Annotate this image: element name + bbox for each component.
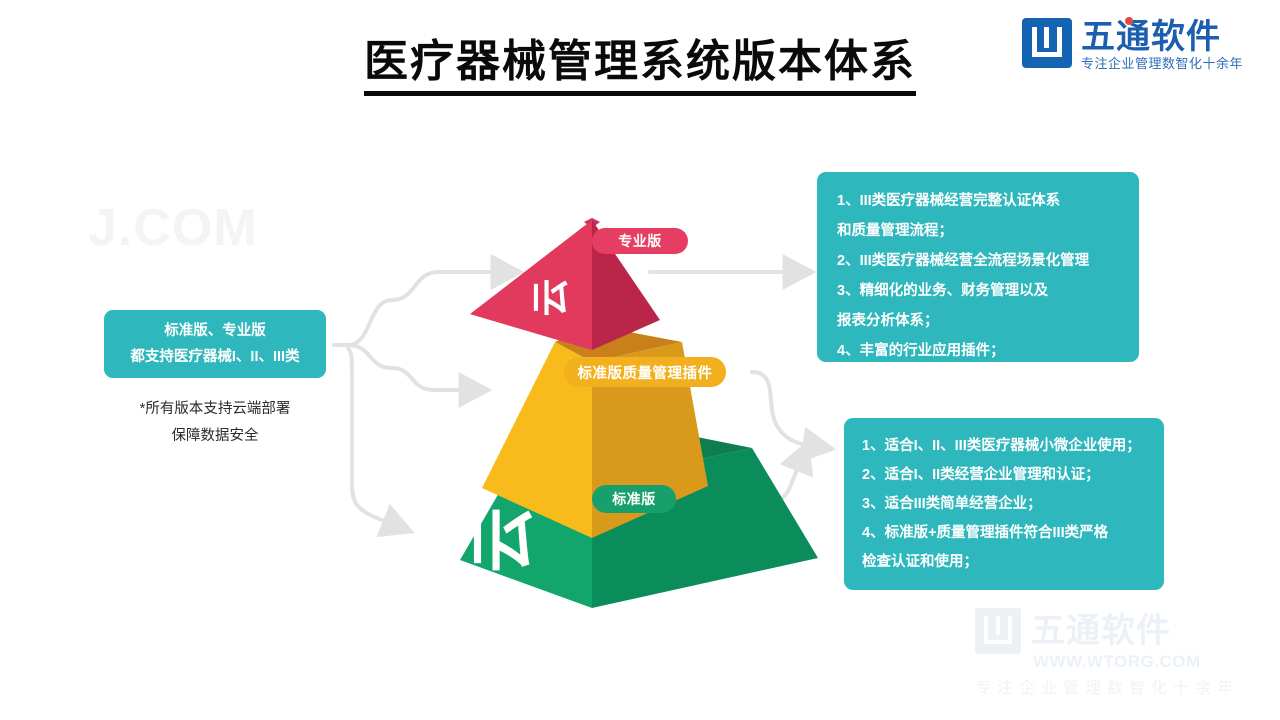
- pyramid-diagram: 云 云 专业版 标准版质量管理插件 标准版: [352, 210, 832, 610]
- pyramid-shape: [460, 218, 818, 608]
- brand-logo-text: 五通软件 专注企业管理数智化十余年: [1081, 17, 1244, 71]
- left-info-card[interactable]: 标准版、专业版都支持医疗器械I、II、III类: [104, 310, 326, 378]
- text-line: 报表分析体系；: [837, 313, 939, 329]
- watermark-brand-name: 五通软件: [1031, 612, 1171, 650]
- pyramid-tier-quality-plugin-left-face[interactable]: [482, 342, 592, 538]
- brand-name-label: 五通软件: [1081, 18, 1221, 56]
- cloud-glyph-standard: 云: [465, 507, 539, 573]
- watermark-bottom-right: 五通软件 WWW.WTORG.COM 专注企业管理数智化十余年: [975, 608, 1265, 708]
- text-line: 4、丰富的行业应用插件；: [837, 343, 1005, 359]
- connector-left-to-professional: [346, 254, 525, 347]
- logo-accent-dot-icon: [1125, 17, 1133, 25]
- watermark-tagline: 专注企业管理数智化十余年: [975, 680, 1240, 697]
- text-line: 3、适合III类简单经营企业；: [862, 496, 1042, 512]
- tier-label-quality-plugin[interactable]: 标准版质量管理插件: [564, 357, 726, 387]
- page-title: 医疗器械管理系统版本体系: [0, 37, 1280, 97]
- text-line: *所有版本支持云端部署: [139, 401, 291, 417]
- connector-left-to-standard: [346, 346, 415, 538]
- watermark-logo-row: 五通软件: [975, 608, 1265, 654]
- tier-label-standard[interactable]: 标准版: [592, 485, 676, 513]
- text-line: 保障数据安全: [171, 428, 259, 444]
- wutong-logo-icon: [1022, 18, 1072, 68]
- professional-detail-card[interactable]: 1、III类医疗器械经营完整认证体系和质量管理流程； 2、III类医疗器械经营全流…: [817, 172, 1139, 362]
- brand-name: 五通软件: [1081, 17, 1243, 56]
- tier-label-professional[interactable]: 专业版: [592, 228, 688, 254]
- left-note: *所有版本支持云端部署保障数据安全: [104, 396, 326, 450]
- text-line: 和质量管理流程；: [837, 223, 953, 239]
- connector-left-to-quality-plugin: [346, 343, 493, 408]
- brand-logo: 五通软件 专注企业管理数智化十余年: [1022, 17, 1244, 71]
- pyramid-tier-professional-left-base: [470, 314, 592, 350]
- standard-detail-card[interactable]: 1、适合I、II、III类医疗器械小微企业使用； 2、适合I、II类经营企业管理和…: [844, 418, 1164, 590]
- watermark-url: WWW.WTORG.COM: [1033, 652, 1201, 671]
- text-line: 1、适合I、II、III类医疗器械小微企业使用；: [862, 438, 1141, 454]
- page-title-text: 医疗器械管理系统版本体系: [364, 37, 916, 97]
- text-line: 2、III类医疗器械经营全流程场景化管理: [837, 253, 1090, 269]
- text-line: 1、III类医疗器械经营完整认证体系: [837, 193, 1061, 209]
- text-line: 检查认证和使用；: [862, 554, 978, 570]
- text-line: 3、精细化的业务、财务管理以及: [837, 283, 1049, 299]
- text-line: 2、适合I、II类经营企业管理和认证；: [862, 467, 1100, 483]
- cloud-glyph-professional: 云: [530, 278, 573, 317]
- pyramid-tier-professional-left-face[interactable]: [470, 220, 592, 350]
- text-line: 标准版、专业版: [164, 323, 266, 339]
- watermark-left: J.COM: [88, 199, 258, 257]
- watermark-logo-icon: [975, 608, 1021, 654]
- text-line: 都支持医疗器械I、II、III类: [130, 349, 300, 365]
- brand-tagline: 专注企业管理数智化十余年: [1081, 56, 1244, 71]
- text-line: 4、标准版+质量管理插件符合III类严格: [862, 525, 1109, 541]
